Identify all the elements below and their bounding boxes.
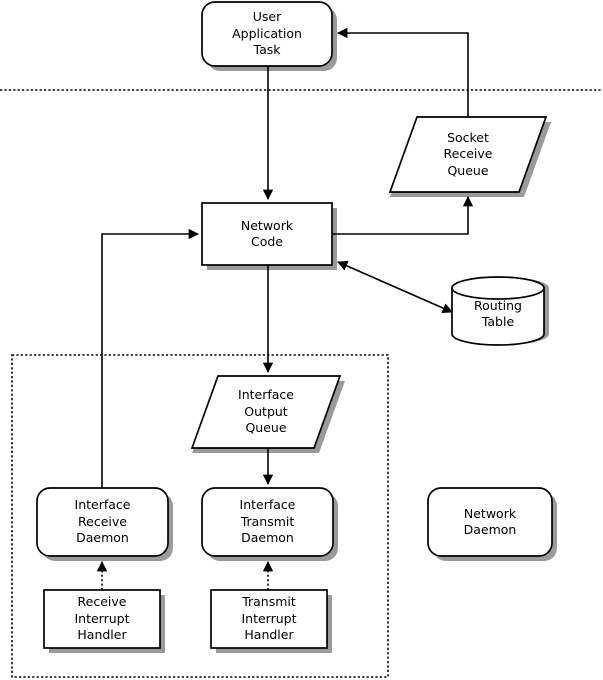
node-shape-layer [36,1,553,649]
node-socket-receive-queue[interactable] [388,116,548,193]
node-routing-table-top[interactable] [451,276,545,300]
node-routing-table-body[interactable] [451,287,545,346]
node-user-application-task[interactable] [201,1,333,67]
edge-network-code-routing-table [337,260,453,314]
node-interface-receive-daemon[interactable] [36,487,169,557]
node-interface-transmit-daemon[interactable] [201,487,334,557]
node-network-code[interactable] [201,202,333,266]
edge-socket-queue-to-user-app [336,27,469,117]
edge-network-code-to-socket-queue [332,195,474,235]
node-interface-output-queue[interactable] [190,375,342,449]
node-receive-interrupt-handler[interactable] [43,589,161,649]
node-network-daemon[interactable] [427,487,553,557]
network-daemon-group-boundary [11,354,389,678]
edge-layer [96,27,474,590]
node-transmit-interrupt-handler[interactable] [210,589,328,649]
edge-receive-daemon-to-network-code [101,228,200,488]
